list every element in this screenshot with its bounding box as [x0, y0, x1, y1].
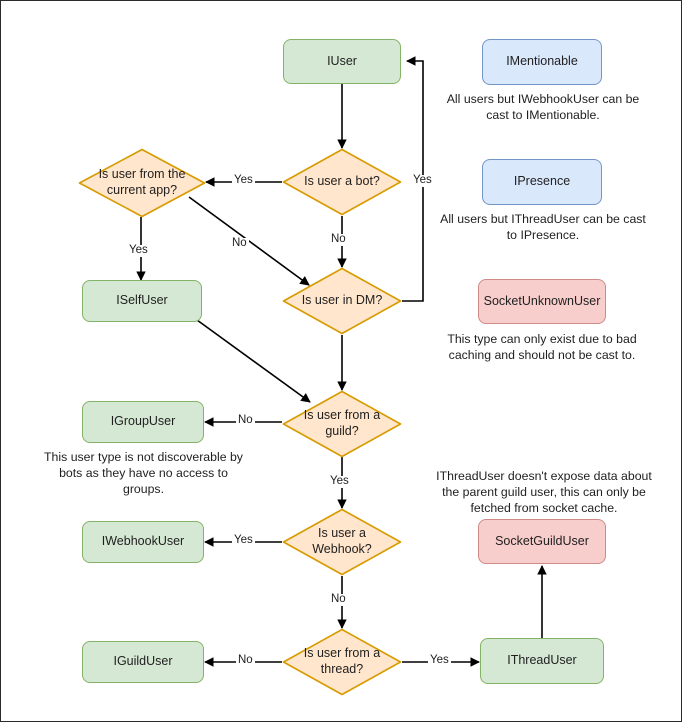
node-iselfuser[interactable]: ISelfUser [82, 280, 202, 322]
edge-label-current-app-no: No [230, 237, 249, 250]
node-ipresence[interactable]: IPresence [482, 159, 602, 205]
edge-label-webhook-no: No [329, 593, 348, 606]
node-is-user-a-bot[interactable]: Is user a bot? [282, 148, 402, 216]
node-socketunknownuser[interactable]: SocketUnknownUser [478, 279, 606, 324]
edge-label-bot-no: No [329, 233, 348, 246]
node-is-user-in-dm-label: Is user in DM? [301, 293, 383, 308]
node-ipresence-label: IPresence [513, 174, 571, 189]
edge-label-dm-yes: Yes [411, 174, 434, 187]
node-is-user-a-bot-label: Is user a bot? [304, 174, 380, 189]
note-socketunknownuser: This type can only exist due to bad cach… [447, 332, 637, 363]
edge-label-bot-yes: Yes [232, 174, 255, 187]
node-is-user-from-a-thread-label: Is user from a thread? [303, 646, 381, 676]
note-igroupuser: This user type is not discoverable by bo… [44, 450, 243, 497]
node-is-user-a-webhook[interactable]: Is user a Webhook? [282, 508, 402, 576]
node-is-user-a-webhook-label: Is user a Webhook? [312, 526, 372, 556]
note-imentionable: All users but IWebhookUser can be cast t… [446, 92, 640, 123]
node-socketguilduser[interactable]: SocketGuildUser [478, 519, 606, 564]
edge-label-thread-no: No [236, 654, 255, 667]
node-is-user-in-dm[interactable]: Is user in DM? [282, 267, 402, 335]
node-is-user-from-current-app[interactable]: Is user from the current app? [78, 148, 206, 218]
node-iselfuser-label: ISelfUser [116, 293, 168, 308]
edge-label-webhook-yes: Yes [232, 534, 255, 547]
node-is-user-from-a-guild-label: Is user from a guild? [303, 408, 381, 438]
node-socketguilduser-label: SocketGuildUser [495, 533, 589, 548]
note-ipresence: All users but IThreadUser can be cast to… [440, 212, 646, 243]
node-iuser[interactable]: IUser [283, 39, 401, 84]
diamond-shape [282, 390, 402, 458]
diamond-shape [78, 148, 206, 218]
node-imentionable-label: IMentionable [506, 54, 578, 69]
node-iguilduser-label: IGuildUser [113, 654, 173, 669]
node-iguilduser[interactable]: IGuildUser [82, 641, 204, 683]
edge-label-guild-yes: Yes [328, 475, 351, 488]
node-iwebhookuser[interactable]: IWebhookUser [82, 521, 204, 563]
node-igroupuser-label: IGroupUser [110, 414, 176, 429]
node-is-user-from-a-thread[interactable]: Is user from a thread? [282, 628, 402, 696]
diamond-shape [282, 628, 402, 696]
edge-label-guild-no: No [236, 414, 255, 427]
diamond-shape [282, 508, 402, 576]
edge-label-thread-yes: Yes [428, 654, 451, 667]
node-igroupuser[interactable]: IGroupUser [82, 401, 204, 443]
node-ithreaduser-label: IThreadUser [507, 653, 577, 668]
diamond-shape [282, 267, 402, 335]
node-iuser-label: IUser [327, 53, 357, 68]
node-iwebhookuser-label: IWebhookUser [101, 534, 185, 549]
node-ithreaduser[interactable]: IThreadUser [480, 638, 604, 684]
edge-label-current-app-yes: Yes [127, 244, 150, 257]
node-socketunknownuser-label: SocketUnknownUser [483, 293, 601, 308]
note-socketguilduser: IThreadUser doesn't expose data about th… [436, 469, 652, 516]
node-is-user-from-a-guild[interactable]: Is user from a guild? [282, 390, 402, 458]
node-imentionable[interactable]: IMentionable [482, 39, 602, 85]
diamond-shape [282, 148, 402, 216]
node-is-user-from-current-app-label: Is user from the current app? [98, 167, 186, 197]
